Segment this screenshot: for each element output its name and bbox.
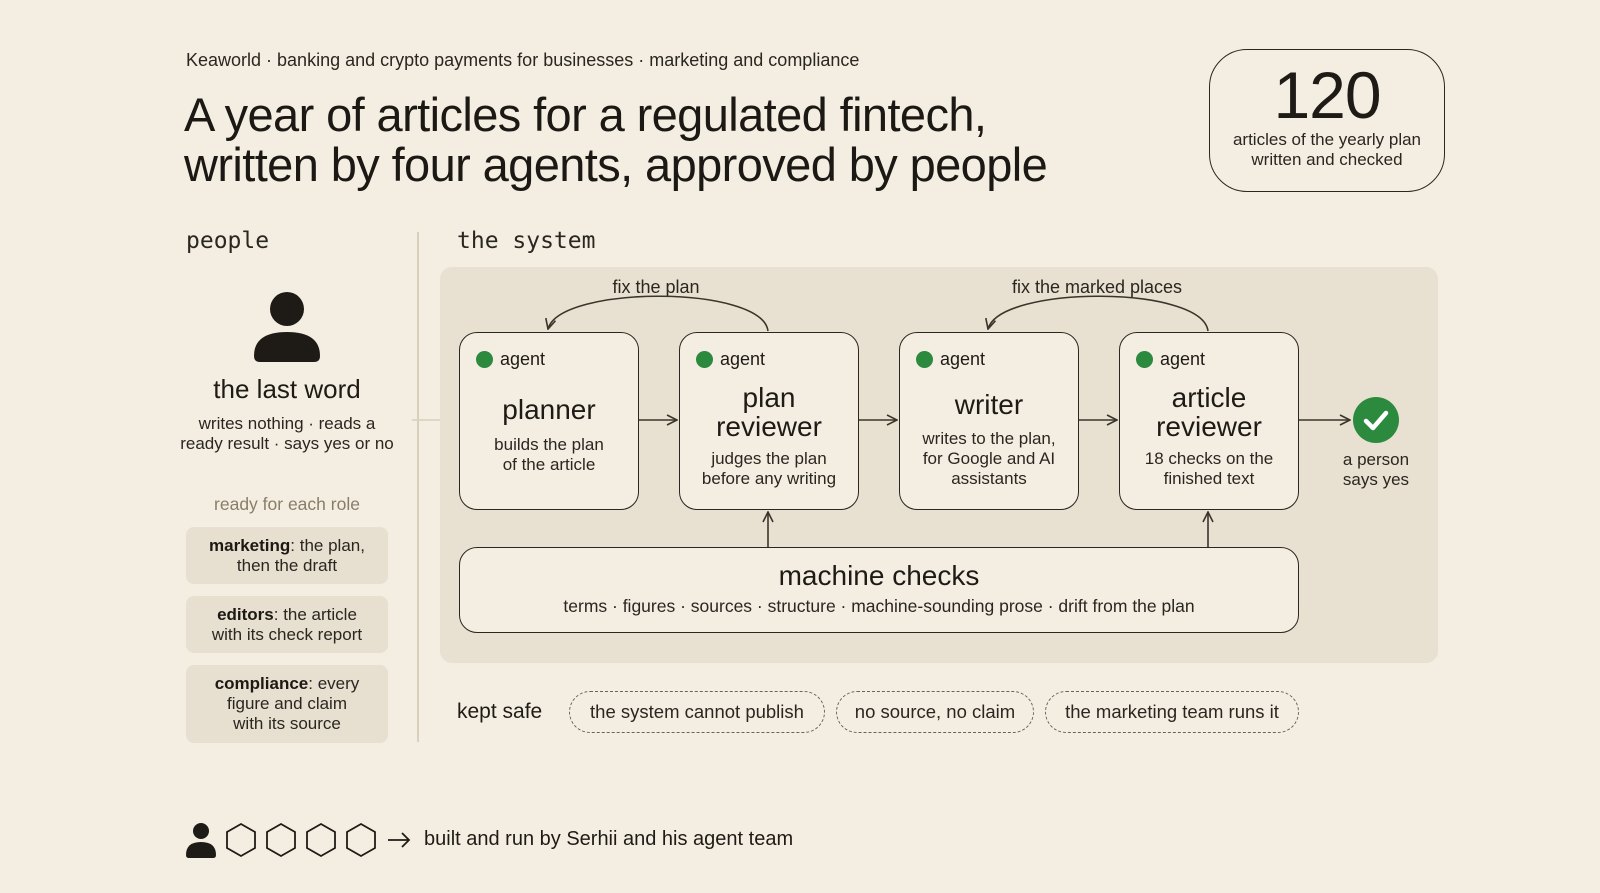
stat-caption-line: articles of the yearly plan: [1232, 130, 1422, 149]
role-name: compliance: [214, 674, 309, 693]
check-icon: [1353, 397, 1399, 443]
agent-tag: agent: [476, 349, 545, 370]
system-section-label: the system: [457, 228, 596, 254]
role-text: : the plan,: [290, 535, 365, 555]
people-section-label: people: [186, 228, 270, 254]
description-line: ready result · says yes or no: [180, 434, 394, 453]
agent-tag-label: agent: [720, 349, 766, 369]
column-divider: [417, 232, 419, 742]
agent-tag: agent: [916, 349, 985, 370]
machine-checks-description: terms · figures · sources · structure · …: [563, 596, 1195, 616]
role-text: : the article: [273, 604, 357, 624]
agent-writer: agent writer writes to the plan,for Goog…: [899, 332, 1079, 510]
status-dot-icon: [476, 351, 493, 368]
stat-caption: articles of the yearly plan written and …: [1210, 130, 1444, 170]
person-icon: [254, 292, 320, 362]
stat-number: 120: [1273, 58, 1381, 132]
role-text: with its source: [233, 714, 341, 733]
agent-tag: agent: [696, 349, 765, 370]
arrow-right-icon: [388, 832, 411, 848]
hexagon-icon: [226, 822, 256, 858]
role-name: editors: [217, 604, 274, 624]
role-text: then the draft: [236, 555, 338, 575]
machine-checks-title: machine checks: [778, 560, 980, 591]
hexagon-icon: [346, 822, 376, 858]
kept-safe-label: kept safe: [457, 700, 543, 723]
kept-safe-pill: the system cannot publish: [569, 691, 825, 733]
hexagon-icon: [266, 822, 296, 858]
status-dot-icon: [916, 351, 933, 368]
footer-text: built and run by Serhii and his agent te…: [424, 828, 794, 850]
last-word-title: the last word: [213, 374, 361, 404]
role-marketing: marketing: the plan, then the draft: [186, 527, 388, 584]
role-compliance: compliance: every figure and claim with …: [186, 665, 388, 743]
stat-caption-line: written and checked: [1251, 150, 1403, 169]
machine-checks-box: machine checks terms · figures · sources…: [459, 547, 1299, 633]
agent-name: planner: [502, 394, 596, 425]
headline-line: A year of articles for a regulated finte…: [184, 88, 987, 141]
kept-safe-pill: no source, no claim: [836, 691, 1034, 733]
role-text: with its check report: [211, 624, 363, 644]
headline-line: written by four agents, approved by peop…: [184, 138, 1048, 191]
agent-tag-label: agent: [1160, 349, 1206, 369]
headline: A year of articles for a regulated finte…: [184, 90, 1164, 190]
status-dot-icon: [696, 351, 713, 368]
description-line: writes nothing · reads a: [198, 414, 376, 433]
agent-tag-label: agent: [500, 349, 546, 369]
kept-safe-pill: the marketing team runs it: [1045, 691, 1299, 733]
last-word-description: writes nothing · reads a ready result · …: [168, 414, 406, 454]
footer-icons: [184, 820, 414, 860]
role-text: : every: [308, 674, 360, 693]
stat-badge: 120 articles of the yearly plan written …: [1209, 49, 1445, 192]
agent-tag-label: agent: [940, 349, 986, 369]
hexagon-icon: [306, 822, 336, 858]
loop-label-fix-marked: fix the marked places: [1011, 277, 1183, 297]
status-dot-icon: [1136, 351, 1153, 368]
agent-name: writer: [954, 389, 1024, 420]
loop-label-fix-plan: fix the plan: [612, 277, 700, 297]
role-text: figure and claim: [226, 694, 347, 713]
kicker: Keaworld · banking and crypto payments f…: [186, 50, 860, 70]
role-name: marketing: [209, 535, 291, 555]
agent-tag: agent: [1136, 349, 1205, 370]
role-editors: editors: the article with its check repo…: [186, 596, 388, 653]
ready-label: ready for each role: [214, 494, 360, 514]
person-icon: [186, 823, 216, 858]
